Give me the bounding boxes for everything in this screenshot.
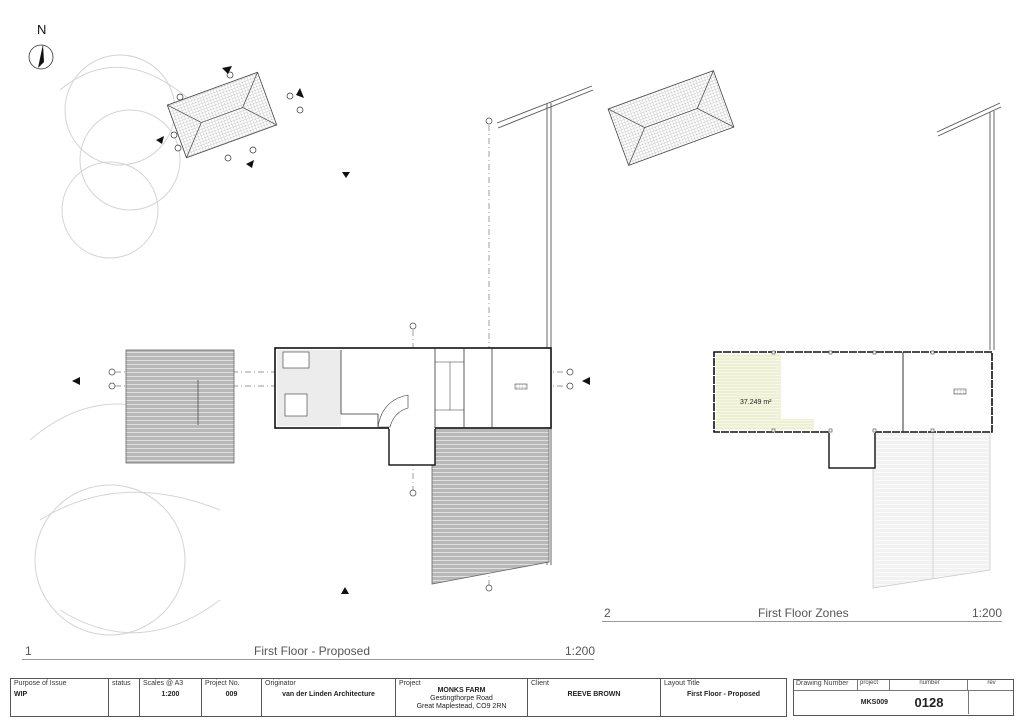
drawing-number-block: Drawing Number project number rev MKS009… bbox=[793, 679, 1014, 716]
view-2-underline bbox=[602, 621, 1002, 622]
project-code-value: MKS009 bbox=[860, 699, 888, 706]
project-label: Project bbox=[399, 680, 421, 687]
drawing-number-label: Drawing Number bbox=[794, 680, 858, 690]
layout-title-value: First Floor - Proposed bbox=[686, 691, 761, 698]
status-label: status bbox=[112, 680, 131, 687]
project-no-value: 009 bbox=[225, 691, 238, 698]
project-address-line-1: Gestingthorpe Road bbox=[430, 695, 493, 702]
view-1-title: First Floor - Proposed bbox=[254, 644, 371, 658]
zones-plan bbox=[713, 350, 993, 469]
scales-cell: Scales @ A3 1:200 bbox=[140, 679, 202, 716]
roof-plan-1 bbox=[166, 71, 278, 159]
boundary-lines-2 bbox=[936, 102, 1002, 350]
project-cell: Project MONKS FARM Gestingthorpe Road Gr… bbox=[396, 679, 528, 716]
tree-outlines bbox=[29, 54, 221, 636]
client-label: Client bbox=[531, 680, 549, 687]
view-1-number: 1 bbox=[25, 644, 32, 658]
originator-value: van der Linden Architecture bbox=[282, 691, 375, 698]
project-no-cell: Project No. 009 bbox=[202, 679, 262, 716]
zone-area-label: 37.249 m² bbox=[740, 399, 772, 406]
zone-highlight bbox=[716, 354, 814, 430]
roof-grid-markers bbox=[170, 71, 304, 162]
drawing-number-value: 0128 bbox=[914, 695, 944, 710]
grid-bubbles-1 bbox=[108, 117, 574, 592]
rev-value bbox=[968, 691, 1013, 714]
deck-area bbox=[431, 427, 550, 585]
layout-title-label: Layout Title bbox=[664, 680, 700, 687]
north-label: N bbox=[37, 22, 47, 37]
project-code-label: project bbox=[858, 680, 890, 690]
status-cell: status bbox=[109, 679, 140, 716]
first-floor-plan bbox=[274, 347, 552, 466]
purpose-label: Purpose of Issue bbox=[14, 680, 67, 687]
originator-label: Originator bbox=[265, 680, 296, 687]
title-block: Purpose of Issue WIP status Scales @ A3 … bbox=[10, 678, 787, 717]
project-address-line-2: Great Maplestead, CO9 2RN bbox=[416, 703, 507, 710]
view-2-scale: 1:200 bbox=[972, 606, 1003, 620]
project-name: MONKS FARM bbox=[437, 687, 486, 694]
purpose-cell: Purpose of Issue WIP bbox=[11, 679, 109, 716]
layout-title-cell: Layout Title First Floor - Proposed bbox=[661, 679, 786, 716]
number-label: number bbox=[890, 680, 968, 690]
north-arrow-icon bbox=[28, 44, 54, 70]
roof-plan-2 bbox=[607, 70, 735, 166]
scales-value: 1:200 bbox=[161, 691, 180, 698]
purpose-value: WIP bbox=[14, 691, 28, 698]
originator-cell: Originator van der Linden Architecture bbox=[262, 679, 396, 716]
deck-area-zones bbox=[872, 431, 991, 589]
project-no-label: Project No. bbox=[205, 680, 240, 687]
view-1-underline bbox=[22, 659, 594, 660]
view-1-scale: 1:200 bbox=[565, 644, 596, 658]
rev-label: rev bbox=[987, 680, 996, 686]
view-2-title: First Floor Zones bbox=[758, 606, 849, 620]
section-markers bbox=[72, 66, 590, 594]
client-value: REEVE BROWN bbox=[567, 691, 621, 698]
client-cell: Client REEVE BROWN bbox=[528, 679, 661, 716]
scales-label: Scales @ A3 bbox=[143, 680, 184, 687]
outbuilding-roof bbox=[125, 349, 235, 464]
view-2-number: 2 bbox=[604, 606, 611, 620]
